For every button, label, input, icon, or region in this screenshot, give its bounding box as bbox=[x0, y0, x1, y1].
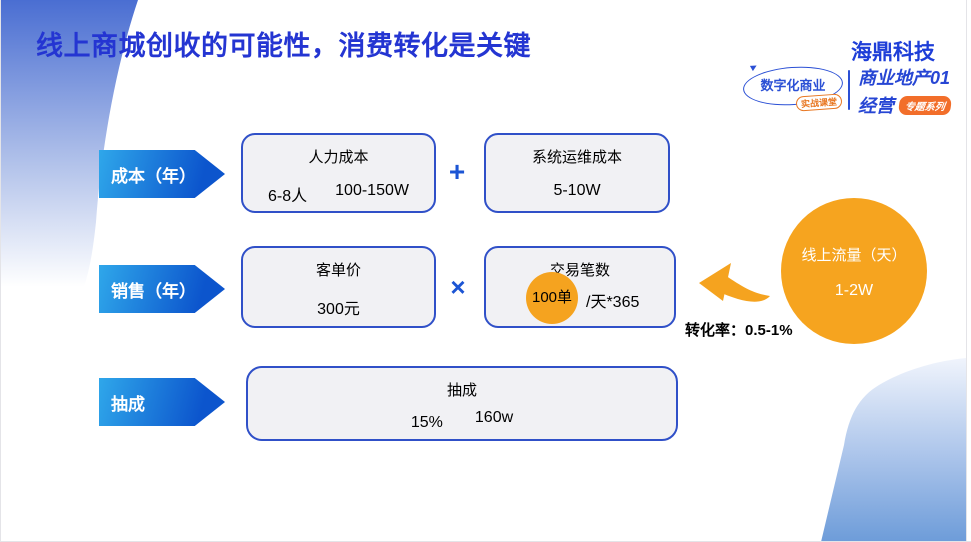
box-commission: 抽成 15% 160w bbox=[246, 366, 678, 441]
series-title: 商业地产01 bbox=[858, 68, 951, 88]
conversion-rate-label: 转化率：0.5-1% bbox=[685, 322, 793, 339]
brand-stamp: 数字化商业 bbox=[741, 62, 845, 109]
box-value: 160w bbox=[474, 409, 514, 426]
row-label-sales: 销售（年） bbox=[99, 265, 225, 313]
box-value: 300元 bbox=[317, 301, 360, 318]
brand-divider bbox=[848, 70, 850, 110]
box-title: 系统运维成本 bbox=[531, 149, 622, 166]
corner-decoration-bottom-right bbox=[821, 358, 967, 541]
box-labor-cost: 人力成本 6-8人 100-150W bbox=[241, 133, 436, 213]
box-system-ops-cost: 系统运维成本 5-10W bbox=[484, 133, 670, 213]
box-value: 15% bbox=[410, 414, 443, 431]
traffic-circle-title: 线上流量（天） bbox=[801, 247, 907, 264]
box-avg-order-value: 客单价 300元 bbox=[241, 246, 436, 328]
online-traffic-circle: 线上流量（天） 1-2W bbox=[781, 198, 927, 344]
stamp-arrowhead-icon bbox=[749, 62, 759, 72]
slide-title: 线上商城创收的可能性，消费转化是关键 bbox=[36, 31, 531, 61]
box-title: 人力成本 bbox=[308, 149, 369, 166]
multiply-operator: × bbox=[450, 272, 466, 302]
traffic-circle-value: 1-2W bbox=[834, 282, 874, 299]
box-value-suffix: /天*365 bbox=[586, 294, 640, 311]
box-value: 100-150W bbox=[335, 182, 409, 199]
series-tag-badge: 专题系列 bbox=[897, 95, 953, 115]
box-title: 客单价 bbox=[315, 262, 361, 279]
stamp-sub-text: 实战课堂 bbox=[795, 93, 843, 112]
box-title: 抽成 bbox=[446, 382, 477, 399]
highlight-circle: 100单 bbox=[526, 272, 578, 324]
series-subtitle: 经营 bbox=[858, 96, 894, 116]
box-title: 交易笔数 bbox=[549, 262, 610, 279]
conversion-arrow-icon bbox=[699, 263, 770, 302]
company-logo-text: 海鼎科技 bbox=[851, 41, 935, 64]
box-value: 5-10W bbox=[553, 182, 601, 199]
box-transaction-count: 交易笔数 100单 /天*365 bbox=[484, 246, 676, 328]
row-label-commission: 抽成 bbox=[99, 378, 225, 426]
plus-operator: + bbox=[448, 156, 466, 187]
row-label-cost: 成本（年） bbox=[99, 150, 225, 198]
box-value: 6-8人 bbox=[268, 188, 308, 205]
stamp-main-text: 数字化商业 bbox=[760, 78, 826, 93]
series-block: 商业地产01 经营 专题系列 bbox=[858, 64, 968, 118]
slide-edge-line bbox=[966, 0, 967, 541]
